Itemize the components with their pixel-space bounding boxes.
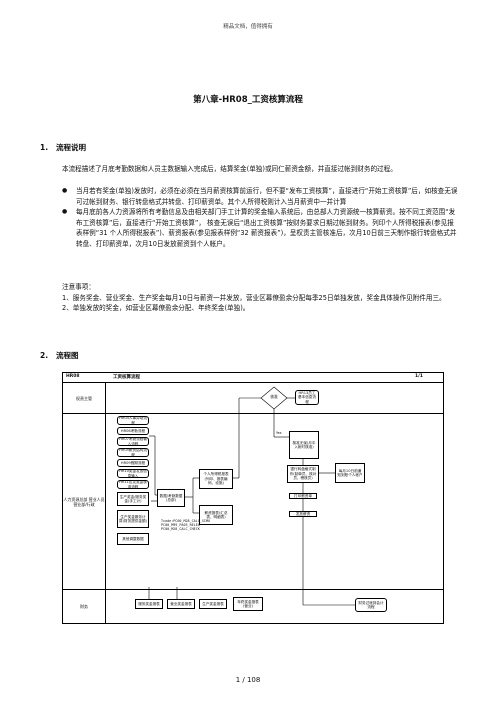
lane-label: 人力资源总部 营业人员 营业部/行政	[63, 414, 106, 589]
bullet-item: 每月底前各人力资源将所有考勤信息及由相关部门手工计算的奖金输入系统后，由总部人力…	[62, 207, 458, 249]
node-finance-report: 营业奖金报表	[167, 599, 195, 609]
section-1-title: 流程说明	[56, 143, 86, 152]
node-source: HR05薪资结构流程	[117, 448, 149, 457]
flowchart-page: 1/1	[415, 374, 423, 379]
node-bank-ref: HR13员工基本信息流程	[295, 390, 319, 405]
node-approve: 核准	[270, 394, 278, 399]
header-note: 精品文档，值得拥有	[223, 24, 273, 30]
node-check-approve: 核准无误(月中入帐时核准)	[289, 431, 319, 459]
flowchart-name: 工资核算流程	[113, 375, 140, 380]
node-data-entry: 数据/考勤数据(总部)	[157, 489, 185, 507]
lane-hr: 人力资源总部 营业人员 营业部/行政	[63, 414, 443, 590]
note-item: 1、服务奖金、营业奖金、生产奖金每月10日与薪资一并发放，营业区幕僚盈余分配每季…	[62, 293, 446, 302]
node-bonus-source: 生产奖金/服务奖金(手工计)	[117, 492, 149, 506]
node-source: HR07考勤流程输入流程	[117, 437, 149, 446]
section-2-title: 流程图	[56, 351, 79, 360]
node-transfer-format: 银行转盘格式制作(制单员、核对员、稽核员)	[287, 465, 319, 483]
flowchart-header: HR08 工资核算流程 1/1	[63, 373, 443, 383]
node-ops-source: 生产奖金服务计算(财务提供金额)	[117, 510, 149, 528]
node-source: HR10奖金发放信息输入	[117, 469, 149, 478]
document-title: 第八章-HR08_工资核算流程	[193, 95, 303, 105]
node-notify: 每月10日前通知到账个人帐户	[335, 463, 365, 483]
bullet-item: 当月若有奖金(单独)发放时，必须在必须在当月薪资核算前运行，但不要“发布工资核算…	[62, 186, 458, 207]
lane-approver: 权责主管	[63, 383, 443, 414]
node-salary-report: 薪资报表(汇总表、明细表)	[199, 505, 233, 525]
lane-finance: 财务	[63, 590, 443, 623]
node-issue-pay: 发放薪资	[289, 511, 317, 517]
tcode: PC00_M99_PA03_RELEA	[161, 523, 200, 528]
note-item: 2、单独发放的奖金，如营业区幕僚盈余分配、年终奖金(单独)。	[62, 304, 250, 313]
flowchart-connectors	[148, 386, 355, 606]
notes-block: 注意事项： 1、服务奖金、营业奖金、生产奖金每月10日与薪资一并发放，营业区幕僚…	[62, 282, 458, 314]
node-source: HR06考勤流程	[117, 427, 149, 435]
tcode: PC00_M28_CALC_CHECK	[161, 527, 200, 532]
notes-title: 注意事项：	[62, 283, 95, 291]
tcode-list: Tcode:PC00_M28_CALC_SIMU PC00_M99_PA03_R…	[161, 519, 210, 532]
node-source: HR11应发奖金核准流程	[117, 480, 149, 489]
section-2-number: 2.	[40, 351, 49, 360]
section-1-number: 1.	[40, 143, 49, 152]
tcode: Tcode:PC00_M28_CALC_SIMU	[161, 519, 210, 523]
node-finance-report: 服务奖金报表	[135, 599, 163, 609]
section-1-heading: 1. 流程说明	[40, 142, 86, 153]
bullet-list: 当月若有奖金(单独)发放时，必须在必须在当月薪资核算前运行，但不要“发布工资核算…	[62, 186, 458, 250]
node-tax-report: 个人所得税报表(列印、报表编码、设施)	[199, 469, 233, 489]
lane-label: 权责主管	[63, 383, 106, 413]
node-source: HR04人事异动流程	[117, 416, 149, 425]
node-other-adjust: 其他调整数据	[117, 533, 149, 545]
page-footer: 1 / 108	[235, 676, 261, 684]
node-finance-report: 年终奖金报表(营业)	[233, 597, 263, 611]
label-yes: Yes	[276, 431, 282, 435]
node-print-slip: 打印薪资单	[289, 493, 317, 499]
intro-paragraph: 本流程描述了月底考勤数据和人员主数据输入完成后，结算奖金(单独)或同仁薪资金额，…	[62, 165, 397, 173]
node-source: HR09假期流程	[117, 459, 149, 467]
node-finance-post: 财务过帐到会计流程	[355, 598, 387, 612]
section-2-heading: 2. 流程图	[40, 350, 79, 361]
flowchart-code: HR08	[66, 374, 80, 379]
lane-label: 财务	[63, 590, 106, 623]
flowchart: HR08 工资核算流程 1/1 权责主管 人力资源总部 营业人员 营业部/行政 …	[62, 372, 444, 624]
node-finance-report: 生产奖金报表	[199, 599, 227, 609]
